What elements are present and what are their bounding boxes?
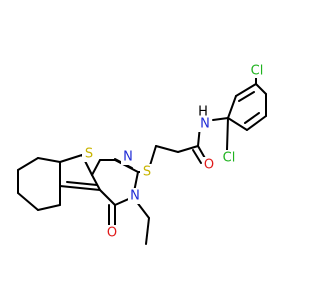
- amide-oxygen-label: O: [204, 158, 214, 173]
- label-bg: [248, 62, 266, 78]
- bond: [59, 185, 101, 191]
- amide-hydrogen-label: H: [198, 105, 208, 120]
- bond: [17, 157, 39, 171]
- ketone-oxygen-label: O: [107, 226, 117, 241]
- bond-inner: [244, 112, 260, 124]
- bond: [155, 145, 179, 153]
- label-bg: [198, 116, 212, 132]
- bond: [227, 117, 248, 131]
- bond: [255, 83, 267, 95]
- label-bg: [220, 150, 238, 166]
- ring-nitrogen-top-label: N: [123, 150, 133, 165]
- bond: [99, 189, 116, 206]
- atom-label-layer: Cl Cl H N O S S N N O: [82, 62, 266, 241]
- bond: [246, 115, 267, 131]
- bond-inner: [66, 181, 98, 186]
- bond: [17, 192, 39, 211]
- thiophene-sulfur-label: S: [85, 147, 93, 162]
- bond: [37, 157, 61, 163]
- bond: [145, 217, 150, 245]
- bond: [227, 95, 237, 119]
- bond: [59, 154, 83, 163]
- chlorine-top-label: Cl: [251, 64, 264, 79]
- bond: [226, 117, 229, 151]
- bond: [177, 145, 199, 153]
- ring-nitrogen-bottom-label: N: [130, 189, 140, 204]
- label-bg: [82, 146, 96, 162]
- molecule-structure-diagram: Cl Cl H N O S S N N O: [17, 62, 267, 245]
- bond: [91, 174, 101, 191]
- chlorine-bottom-label: Cl: [223, 151, 236, 166]
- label-bg: [121, 149, 135, 165]
- amide-nitrogen-label: N: [200, 117, 210, 132]
- label-bg: [197, 105, 209, 119]
- label-bg: [128, 188, 142, 204]
- thioether-sulfur-label: S: [143, 165, 151, 180]
- label-bg: [202, 157, 216, 173]
- bond: [235, 83, 257, 97]
- bond: [212, 117, 229, 121]
- bond: [37, 204, 61, 211]
- bond: [91, 159, 101, 176]
- label-bg: [105, 225, 119, 241]
- label-bg: [140, 164, 154, 180]
- molecule-canvas: Cl Cl H N O S S N N O: [17, 62, 267, 245]
- bond-inner: [238, 91, 255, 102]
- bond: [192, 149, 202, 164]
